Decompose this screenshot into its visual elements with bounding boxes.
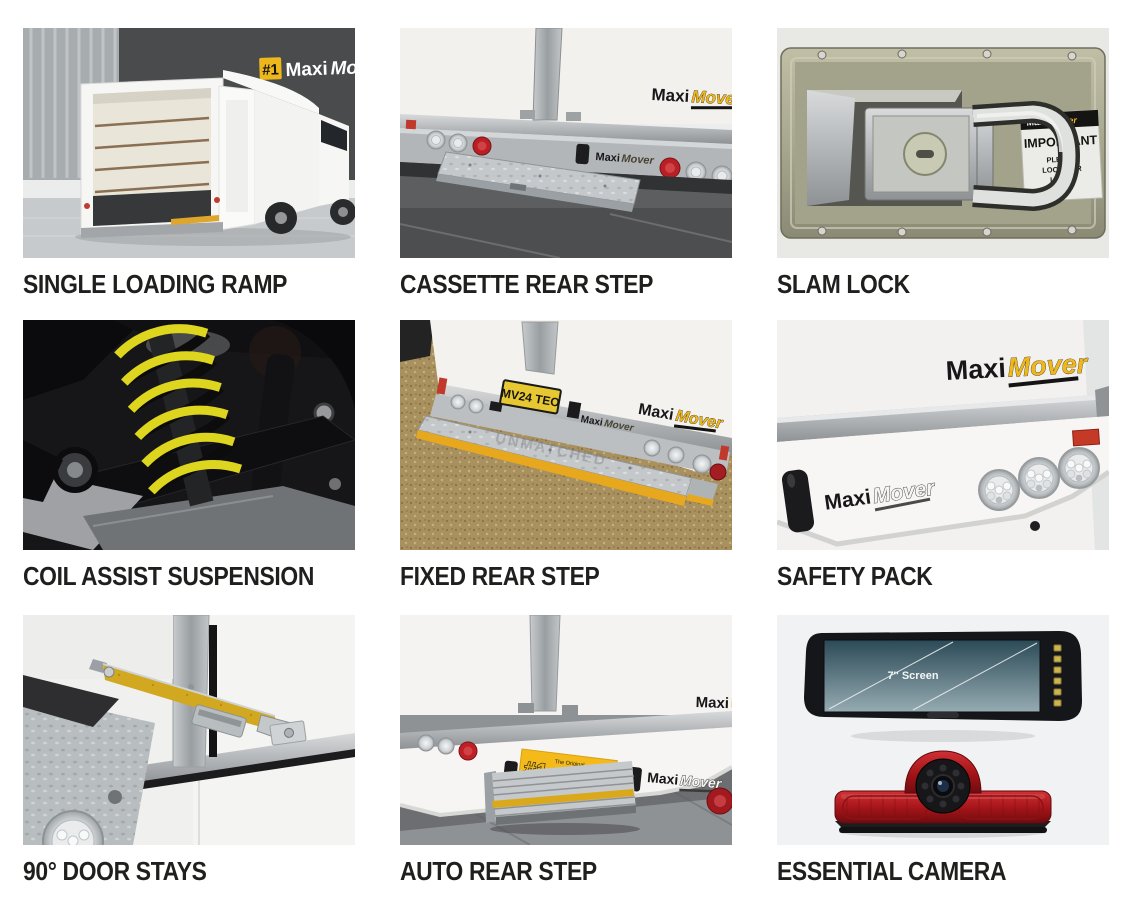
svg-text:Mover: Mover xyxy=(679,772,723,792)
feature-caption: SAFETY PACK xyxy=(777,561,933,591)
bottom-rail xyxy=(143,733,355,785)
galvanized-sill xyxy=(23,693,155,845)
suspension-illustration xyxy=(23,320,355,550)
photo-essential-camera: 7'' Screen xyxy=(777,615,1109,845)
photo-safety-pack: Maxi Mover Maxi Mover xyxy=(777,320,1109,550)
showroom-van-illustration: #1 Maxi Mover xyxy=(23,28,355,258)
photo-door-stays xyxy=(23,615,355,845)
left-lamp-cluster xyxy=(426,130,492,156)
yellow-stripe xyxy=(492,789,634,808)
van-body xyxy=(400,28,732,144)
latch-block xyxy=(864,107,994,201)
coil-spring xyxy=(114,324,243,507)
red-reflector xyxy=(1072,428,1101,447)
wall-sign: #1 Maxi Mover xyxy=(259,57,355,81)
step-handle-slot xyxy=(509,182,527,192)
safety-pack-illustration: Maxi Mover Maxi Mover xyxy=(777,320,1109,550)
rear-bumper: Maxi Mover xyxy=(400,119,732,187)
van xyxy=(75,70,355,246)
number-plate: MV24 TEO xyxy=(499,379,562,415)
svg-text:Maxi: Maxi xyxy=(580,414,604,429)
feature-caption: FIXED REAR STEP xyxy=(400,561,600,591)
maximover-logo-bumper: Maxi Mover xyxy=(595,151,655,167)
screws xyxy=(817,49,1077,237)
rubber-corner-bumper xyxy=(781,469,815,533)
svg-text:Maxi: Maxi xyxy=(945,353,1007,386)
svg-text:Mover: Mover xyxy=(621,153,655,167)
feature-caption: ESSENTIAL CAMERA xyxy=(777,856,1007,886)
photo-single-loading-ramp: #1 Maxi Mover xyxy=(23,28,355,258)
photo-coil-assist-suspension xyxy=(23,320,355,550)
keyhole xyxy=(916,150,934,158)
svg-text:Mover: Mover xyxy=(603,418,635,434)
maximover-logo-large: Maxi Mover xyxy=(945,348,1090,388)
maximover-logo-partial: Maxi xyxy=(695,694,732,712)
camera-kit-illustration: 7'' Screen xyxy=(777,615,1109,845)
svg-text:Maxi: Maxi xyxy=(595,151,620,165)
led-lamps xyxy=(978,447,1100,511)
feature-caption: AUTO REAR STEP xyxy=(400,856,597,886)
feature-caption: SLAM LOCK xyxy=(777,269,910,299)
feature-card-single-loading-ramp: #1 Maxi Mover xyxy=(23,28,355,300)
svg-text:Mover: Mover xyxy=(691,87,732,109)
wheel-arch xyxy=(273,320,355,460)
cassette-step-illustration: Maxi Mover Maxi Mover xyxy=(400,28,732,258)
door-stay-bar xyxy=(89,659,307,746)
photo-cassette-rear-step: Maxi Mover Maxi Mover xyxy=(400,28,732,258)
wall-sign-maxi: Maxi xyxy=(285,59,328,81)
auto-step xyxy=(484,761,640,835)
feature-card-safety-pack: Maxi Mover Maxi Mover xyxy=(777,320,1109,592)
svg-text:Maxi: Maxi xyxy=(695,694,729,712)
photo-fixed-rear-step: MV24 TEO Maxi Mover Maxi Mover xyxy=(400,320,732,550)
wall-sign-mover: Mover xyxy=(330,57,355,80)
van-body xyxy=(400,615,732,715)
anti-slip-mat xyxy=(23,675,119,727)
photo-slam-lock: Maxi Mover IMPORTANT PLEASE LOCK BAR LAT… xyxy=(777,28,1109,258)
monitor-buttons xyxy=(1053,644,1062,707)
feature-caption: COIL ASSIST SUSPENSION xyxy=(23,561,315,591)
feature-caption: 90° DOOR STAYS xyxy=(23,856,207,886)
maximover-logo-bumper: Maxi Mover xyxy=(580,414,636,434)
feature-card-door-stays: 90° DOOR STAYS xyxy=(23,615,355,887)
fixed-step: UNMATCHED xyxy=(416,415,718,506)
feature-card-slam-lock: Maxi Mover IMPORTANT PLEASE LOCK BAR LAT… xyxy=(777,28,1109,300)
mirror-monitor: 7'' Screen xyxy=(804,631,1082,742)
feature-card-essential-camera: 7'' Screen xyxy=(777,615,1109,887)
feature-card-fixed-rear-step: MV24 TEO Maxi Mover Maxi Mover xyxy=(400,320,732,592)
feature-card-auto-rear-step: Maxi #1 The Original Maxi Mover xyxy=(400,615,732,887)
red-marker xyxy=(405,119,417,130)
slam-lock-illustration: Maxi Mover IMPORTANT PLEASE LOCK BAR LAT… xyxy=(777,28,1109,258)
brake-light-camera xyxy=(834,750,1052,838)
screen-label: 7'' Screen xyxy=(887,670,938,682)
maximover-logo-bumper: Maxi Mover xyxy=(647,769,724,793)
right-lamp-cluster xyxy=(643,439,730,481)
wall-sign-badge: #1 xyxy=(262,61,279,79)
ir-led-ring xyxy=(921,764,965,808)
brand-plate xyxy=(927,712,959,718)
yellow-edge xyxy=(416,430,686,506)
door-stay-illustration xyxy=(23,615,355,845)
cassette-step xyxy=(436,151,641,212)
feature-caption: SINGLE LOADING RAMP xyxy=(23,269,288,299)
black-socket xyxy=(575,143,590,165)
round-lamp xyxy=(42,810,104,845)
subframe xyxy=(23,470,143,550)
feature-card-coil-assist-suspension: COIL ASSIST SUSPENSION xyxy=(23,320,355,592)
svg-text:Maxi: Maxi xyxy=(651,85,690,106)
aluminium-rail xyxy=(777,386,1109,442)
loading-ramp-strip xyxy=(171,215,219,225)
aluminium-rail xyxy=(400,711,732,749)
svg-text:Maxi: Maxi xyxy=(637,401,675,424)
svg-text:Maxi: Maxi xyxy=(647,769,679,788)
photo-auto-rear-step: Maxi #1 The Original Maxi Mover xyxy=(400,615,732,845)
svg-text:The Original: The Original xyxy=(554,759,584,769)
paddle-handle xyxy=(972,105,1076,207)
right-lamp-cluster xyxy=(659,157,732,187)
fixed-step-illustration: MV24 TEO Maxi Mover Maxi Mover xyxy=(400,320,732,550)
maximover-logo-body: Maxi Mover xyxy=(651,85,732,110)
feature-card-cassette-rear-step: Maxi Mover Maxi Mover xyxy=(400,28,732,300)
rubber-seal xyxy=(209,625,217,757)
feature-caption: CASSETTE REAR STEP xyxy=(400,269,654,299)
auto-step-illustration: Maxi #1 The Original Maxi Mover xyxy=(400,615,732,845)
